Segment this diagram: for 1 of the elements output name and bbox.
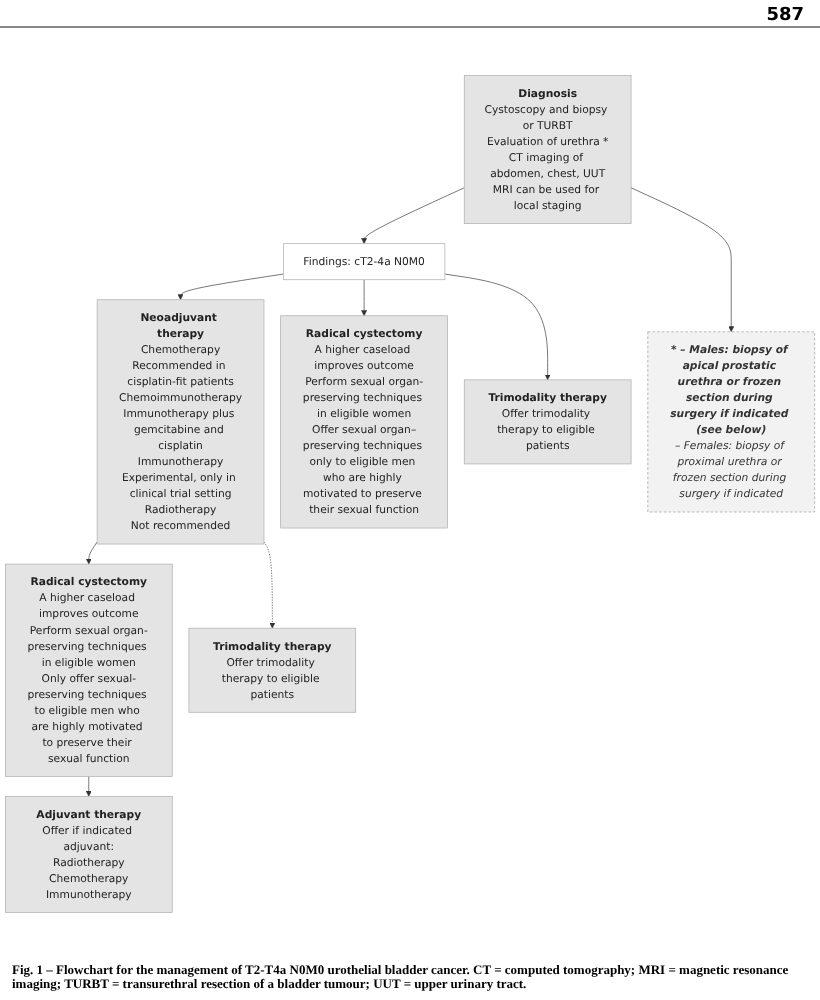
page-number: 587 [766, 6, 804, 26]
